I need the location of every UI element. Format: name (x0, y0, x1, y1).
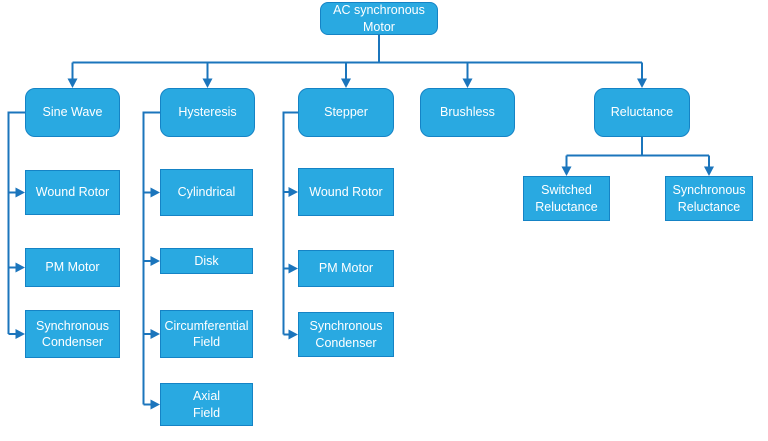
node-pm-motor-sine: PM Motor (25, 248, 120, 287)
connector-sine-feeder (7, 111, 25, 334)
node-cylindrical: Cylindrical (160, 169, 253, 216)
connector-hysteresis-feeder (142, 111, 160, 405)
node-pm-motor-stepper: PM Motor (298, 250, 394, 287)
node-sine-wave: Sine Wave (25, 88, 120, 137)
node-wound-rotor-sine: Wound Rotor (25, 170, 120, 215)
node-synchronous-condenser-sine: Synchronous Condenser (25, 310, 120, 358)
node-synchronous-condenser-stepper: Synchronous Condenser (298, 312, 394, 357)
node-switched-reluctance: Switched Reluctance (523, 176, 610, 221)
node-brushless: Brushless (420, 88, 515, 137)
node-reluctance: Reluctance (594, 88, 690, 137)
node-circumferential-field: Circumferential Field (160, 310, 253, 358)
node-synchronous-reluctance: Synchronous Reluctance (665, 176, 753, 221)
node-ac-synchronous-motor: AC synchronous Motor (320, 2, 438, 35)
node-axial-field: Axial Field (160, 383, 253, 426)
node-wound-rotor-stepper: Wound Rotor (298, 168, 394, 216)
connector-stepper-feeder (282, 111, 298, 335)
node-hysteresis: Hysteresis (160, 88, 255, 137)
node-disk: Disk (160, 248, 253, 274)
node-stepper: Stepper (298, 88, 394, 137)
